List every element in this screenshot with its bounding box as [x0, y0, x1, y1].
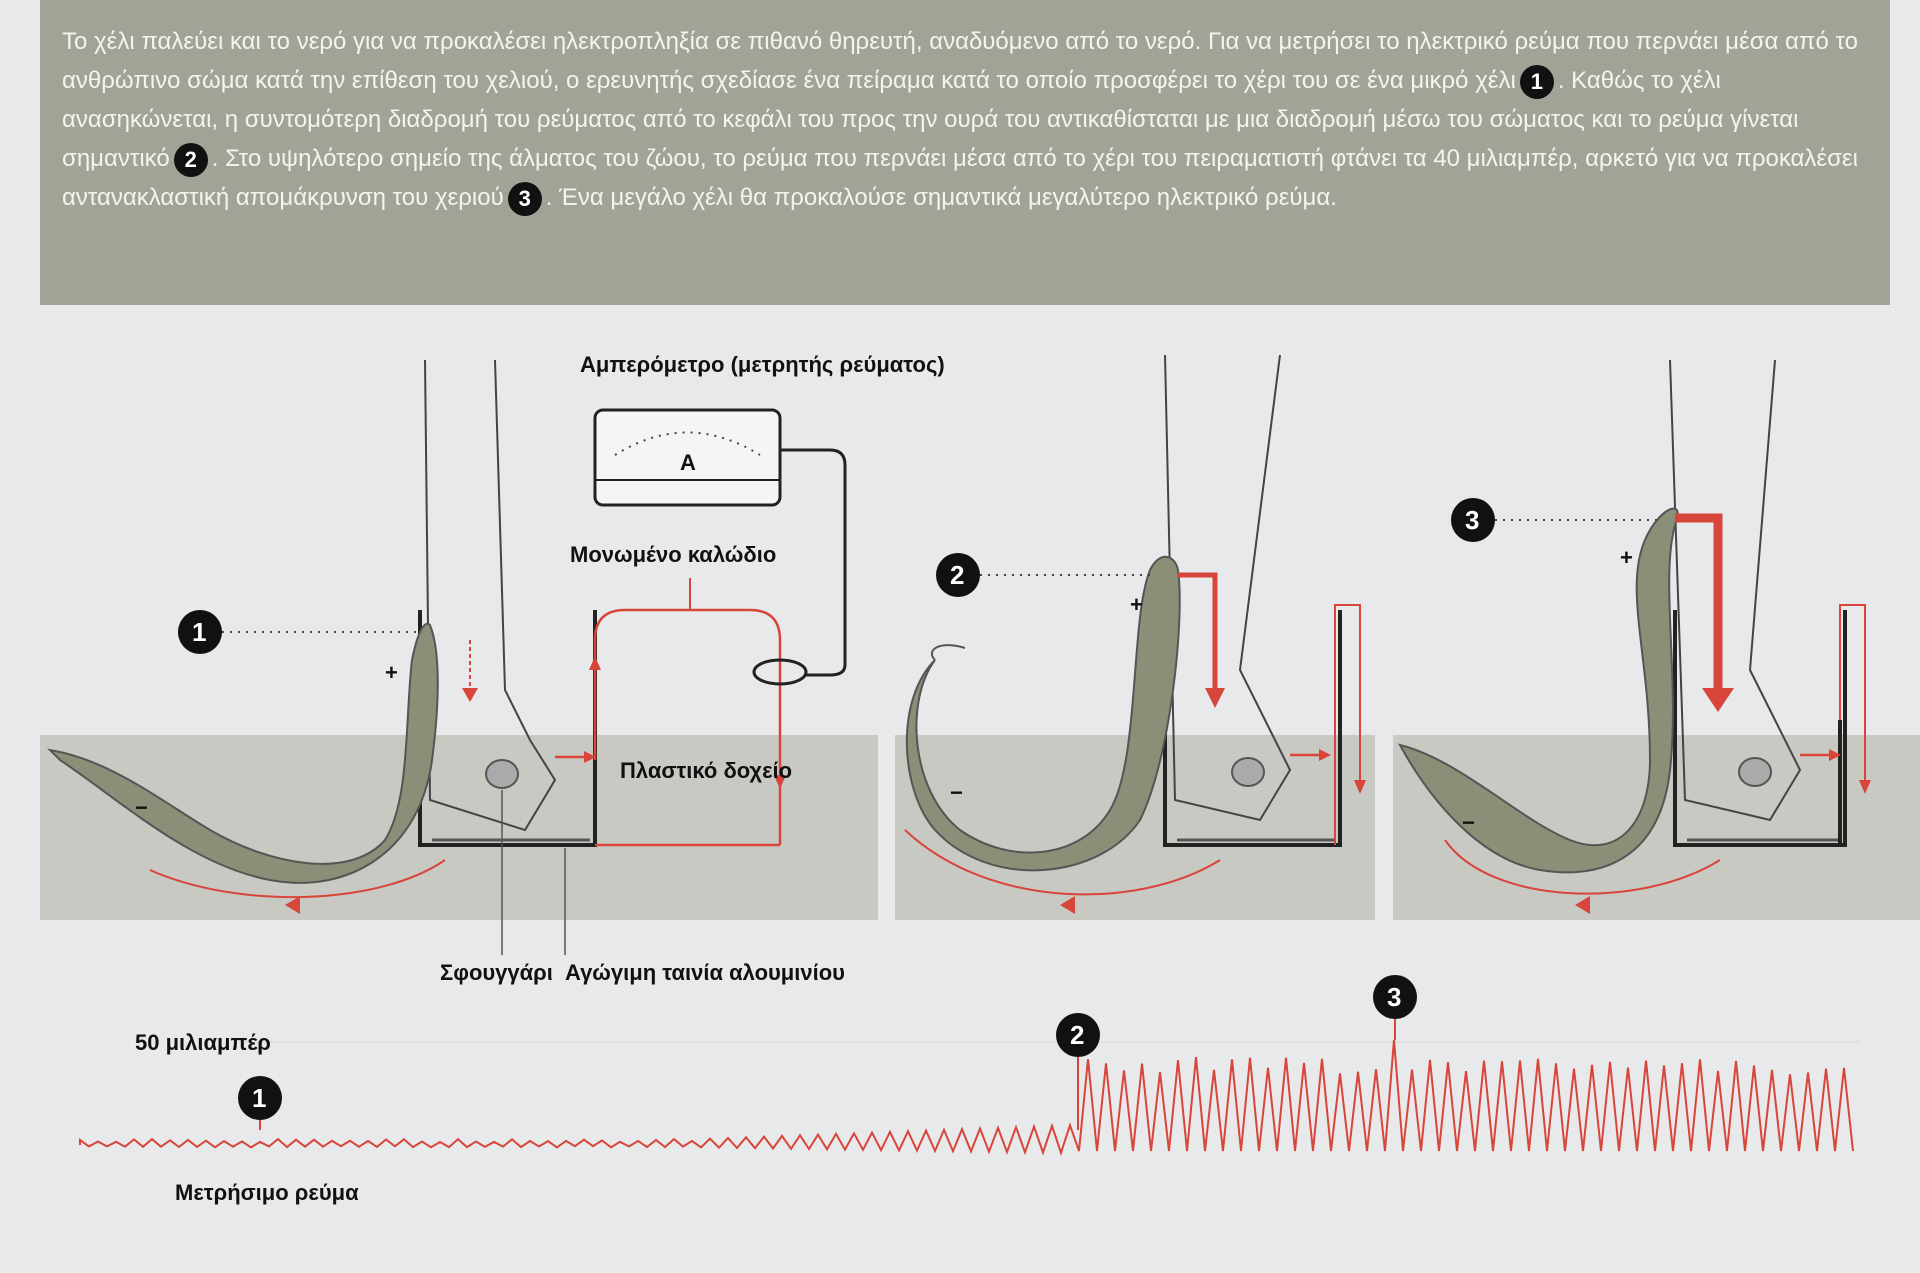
head-current-arrowhead-3 — [1702, 688, 1734, 712]
strip-label: Αγώγιμη ταινία αλουμινίου — [565, 960, 845, 985]
wire-label: Μονωμένο καλώδιο — [570, 542, 776, 567]
sponge-3 — [1739, 758, 1771, 786]
eel-minus-sign-2: − — [950, 780, 963, 805]
eel-minus-sign-3: − — [1462, 810, 1475, 835]
eel-plus-sign-3: + — [1620, 545, 1633, 570]
current-trace-chart: 50 μιλιαμπέρ 1 2 3 Μετρήσιμο ρεύμα — [80, 975, 1860, 1205]
ammeter-label: Αμπερόμετρο (μετρητής ρεύματος) — [580, 352, 945, 377]
ammeter-symbol: A — [680, 450, 696, 475]
eel-plus-sign: + — [385, 660, 398, 685]
marker-1-number: 1 — [192, 617, 206, 647]
measured-current-label: Μετρήσιμο ρεύμα — [175, 1180, 359, 1205]
head-current-arrow-3 — [1675, 518, 1718, 690]
trace-markers: 1 2 3 — [238, 975, 1417, 1130]
marker-3-number: 3 — [1465, 505, 1479, 535]
sponge-label: Σφουγγάρι — [440, 960, 553, 985]
circuit-up-arrowhead — [589, 656, 601, 670]
trace-marker-1-number: 1 — [252, 1083, 266, 1113]
scale-label: 50 μιλιαμπέρ — [135, 1030, 271, 1055]
sponge-2 — [1232, 758, 1264, 786]
eel-minus-sign: − — [135, 795, 148, 820]
current-down-arrowhead — [462, 688, 478, 702]
container-label: Πλαστικό δοχείο — [620, 758, 792, 783]
marker-2-number: 2 — [950, 560, 964, 590]
head-current-arrowhead-2 — [1205, 688, 1225, 708]
current-trace-line — [80, 1040, 1853, 1153]
sponge — [486, 760, 518, 788]
eel-tail-2 — [932, 645, 965, 660]
eel-plus-sign-2: + — [1130, 592, 1143, 617]
head-current-arrow-2 — [1178, 575, 1215, 690]
trace-marker-3-number: 3 — [1387, 982, 1401, 1012]
trace-marker-2-number: 2 — [1070, 1020, 1084, 1050]
ammeter-lead — [780, 450, 845, 675]
